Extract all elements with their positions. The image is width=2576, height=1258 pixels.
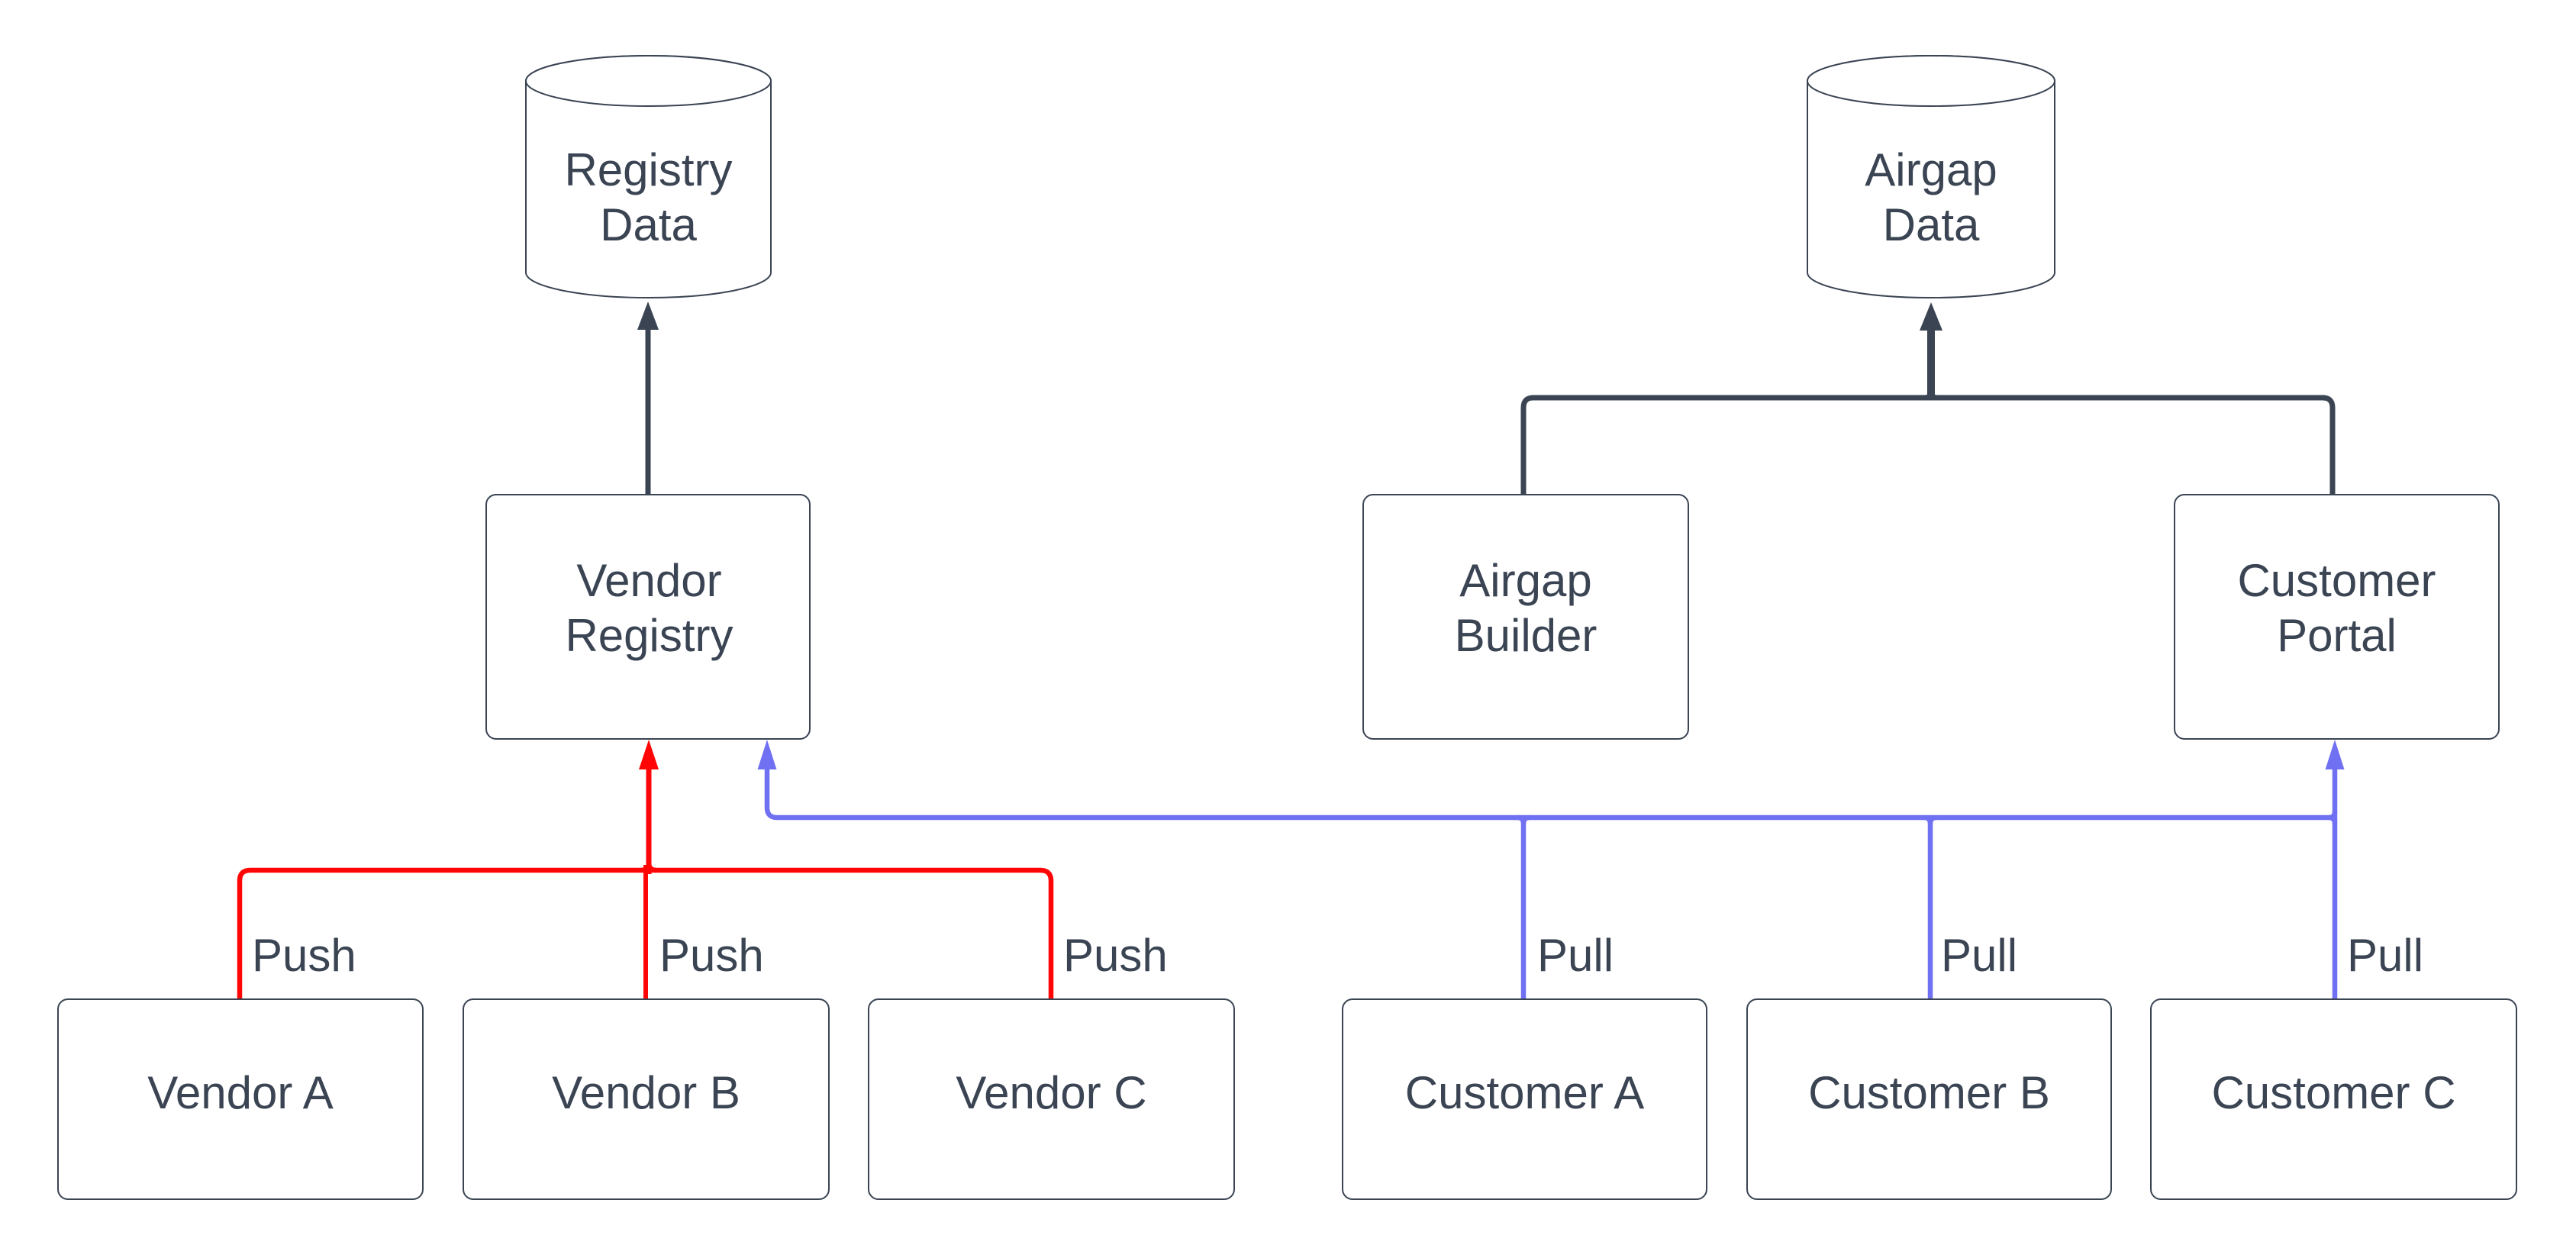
svg-text:Vendor: Vendor [576,555,721,606]
svg-text:Push: Push [252,930,356,981]
svg-text:Vendor A: Vendor A [147,1067,334,1118]
svg-text:Registry: Registry [564,144,732,195]
svg-text:Customer B: Customer B [1808,1067,2050,1118]
svg-text:Customer: Customer [2237,555,2436,606]
svg-text:Data: Data [600,199,697,250]
svg-text:Pull: Pull [2347,930,2423,981]
svg-text:Portal: Portal [2277,610,2397,661]
svg-text:Registry: Registry [565,610,733,661]
svg-text:Vendor C: Vendor C [956,1067,1146,1118]
svg-text:Pull: Pull [1537,930,1614,981]
svg-text:Airgap: Airgap [1865,144,1997,195]
svg-text:Customer A: Customer A [1405,1067,1644,1118]
svg-text:Push: Push [659,930,764,981]
svg-text:Vendor B: Vendor B [552,1067,740,1118]
svg-text:Customer C: Customer C [2211,1067,2455,1118]
svg-text:Builder: Builder [1455,610,1598,661]
svg-text:Pull: Pull [1941,930,2017,981]
svg-text:Data: Data [1883,199,1980,250]
svg-text:Push: Push [1063,930,1168,981]
svg-text:Airgap: Airgap [1459,555,1591,606]
